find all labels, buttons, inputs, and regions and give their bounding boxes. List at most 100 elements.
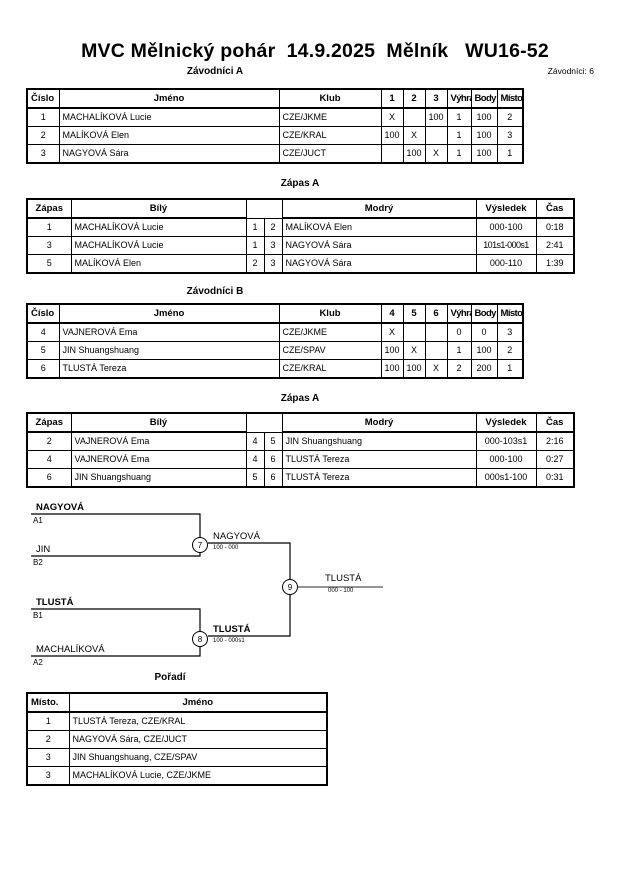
cell-jmeno: MALÍKOVÁ Elen (58, 126, 280, 145)
col-opp-6: 6 (424, 304, 448, 324)
table-row: 4 VAJNEROVÁ Ema CZE/JKME X 0 0 3 (26, 322, 524, 342)
cell-zapas: 2 (26, 431, 72, 451)
col-zapas: Zápas (26, 199, 72, 219)
cell-modry: NAGYOVÁ Sára (281, 254, 477, 274)
cell-match-5: 100 (402, 359, 426, 379)
cell-zapas: 4 (26, 450, 72, 469)
bracket-final-winner: TLUSTÁ (325, 573, 362, 584)
cell-match-5 (402, 322, 426, 342)
cell-misto: 1 (496, 359, 524, 379)
page-title: MVC Mělnický pohár 14.9.2025 Mělník WU16… (81, 40, 549, 62)
table-row: 2 NAGYOVÁ Sára, CZE/JUCT (26, 730, 328, 749)
cell-match-6 (424, 322, 448, 342)
bracket-match-number-circle-9 (282, 579, 298, 595)
cell-match-6: X (424, 359, 448, 379)
cell-modry: MALÍKOVÁ Elen (281, 217, 477, 237)
cell-bily: MACHALÍKOVÁ Lucie (70, 236, 247, 255)
match-a-table: Zápas Bílý Modrý Výsledek Čas 1 MACHALÍK… (26, 198, 575, 274)
cell-cas: 2:16 (535, 431, 575, 451)
cell-bily-number: 4 (245, 431, 265, 451)
cell-zapas: 5 (26, 254, 72, 274)
group-a-caption: Závodníci A (186, 66, 244, 77)
col-misto: Místo. (26, 693, 70, 713)
bracket-sf1-top-seed: A1 (33, 516, 43, 525)
match-b-header-row: Zápas Bílý Modrý Výsledek Čas (26, 413, 575, 433)
cell-vysledek: 000-103s1 (475, 431, 537, 451)
col-vyhra: Výhra (446, 89, 472, 109)
col-spacer-1 (246, 199, 264, 218)
cell-zapas: 6 (26, 468, 72, 488)
cell-bily-number: 5 (245, 468, 265, 488)
bracket-sf1-number: 7 (198, 541, 203, 550)
cell-modry-number: 2 (263, 217, 283, 237)
cell-body: 100 (470, 144, 498, 164)
table-row: 6 TLUSTÁ Tereza CZE/KRAL 100 100 X 2 200… (26, 359, 524, 379)
cell-klub: CZE/JKME (278, 322, 382, 342)
bracket-match-number-circle-8 (192, 631, 208, 647)
cell-bily-number: 4 (245, 450, 265, 469)
cell-vyhra: 1 (446, 341, 472, 360)
col-opp-2: 2 (402, 89, 426, 109)
bracket-sf1-bottom-name: JIN (36, 544, 50, 555)
col-jmeno: Jméno (58, 89, 280, 109)
cell-match-3: 100 (424, 107, 448, 127)
cell-body: 200 (470, 359, 498, 379)
bracket-sf2-score: 100 - 000s1 (213, 638, 245, 644)
col-spacer-2 (264, 199, 282, 218)
cell-jmeno: MACHALÍKOVÁ Lucie (58, 107, 280, 127)
cell-cas: 0:31 (535, 468, 575, 488)
group-a-header-row: Číslo Jméno Klub 1 2 3 Výhra Body Místo. (26, 89, 524, 109)
cell-modry: TLUSTÁ Tereza (281, 468, 477, 488)
cell-match-5: X (402, 341, 426, 360)
cell-vyhra: 1 (446, 126, 472, 145)
cell-modry-number: 6 (263, 468, 283, 488)
col-vysledek: Výsledek (475, 199, 537, 219)
bracket-sf2-winner: TLUSTÁ (213, 624, 251, 635)
bracket-sf2-top-seed: B1 (33, 611, 43, 620)
table-row: 2 VAJNEROVÁ Ema 4 5 JIN Shuangshuang 000… (26, 431, 575, 451)
col-cislo: Číslo (26, 304, 60, 324)
cell-bily: JIN Shuangshuang (70, 468, 247, 488)
cell-vysledek: 101s1-000s1 (475, 236, 537, 255)
cell-match-1: X (380, 107, 404, 127)
bracket-sf2-bottom-seed: A2 (33, 658, 43, 667)
col-vysledek: Výsledek (475, 413, 537, 433)
cell-cislo: 4 (26, 322, 60, 342)
col-opp-5: 5 (402, 304, 426, 324)
table-row: 5 MALÍKOVÁ Elen 2 3 NAGYOVÁ Sára 000-110… (26, 254, 575, 274)
col-bily: Bílý (70, 413, 247, 433)
cell-jmeno: VAJNEROVÁ Ema (58, 322, 280, 342)
table-row: 1 MACHALÍKOVÁ Lucie 1 2 MALÍKOVÁ Elen 00… (26, 217, 575, 237)
cell-cas: 0:18 (535, 217, 575, 237)
cell-body: 100 (470, 126, 498, 145)
cell-cas: 1:39 (535, 254, 575, 274)
table-row: 4 VAJNEROVÁ Ema 4 6 TLUSTÁ Tereza 000-10… (26, 450, 575, 469)
cell-bily: MACHALÍKOVÁ Lucie (70, 217, 247, 237)
cell-match-6 (424, 341, 448, 360)
cell-klub: CZE/JKME (278, 107, 382, 127)
match-b-table: Zápas Bílý Modrý Výsledek Čas 2 VAJNEROV… (26, 412, 575, 488)
col-vyhra: Výhra (446, 304, 472, 324)
cell-match-4: 100 (380, 341, 404, 360)
cell-match-4: X (380, 322, 404, 342)
cell-zapas: 1 (26, 217, 72, 237)
bracket-sf2-bottom-name: MACHALÍKOVÁ (36, 644, 105, 655)
tournament-bracket: NAGYOVÁ A1 JIN B2 7 NAGYOVÁ 100 - 000 TL… (0, 495, 630, 670)
col-klub: Klub (278, 304, 382, 324)
cell-modry-number: 3 (263, 236, 283, 255)
cell-modry-number: 6 (263, 450, 283, 469)
cell-modry: TLUSTÁ Tereza (281, 450, 477, 469)
cell-vysledek: 000-100 (475, 450, 537, 469)
cell-match-1: 100 (380, 126, 404, 145)
match-a-caption: Zápas A (280, 178, 320, 189)
table-row: 3 MACHALÍKOVÁ Lucie, CZE/JKME (26, 766, 328, 786)
cell-cas: 0:27 (535, 450, 575, 469)
col-body: Body (470, 89, 498, 109)
cell-match-3 (424, 126, 448, 145)
table-row: 1 TLUSTÁ Tereza, CZE/KRAL (26, 711, 328, 731)
cell-zapas: 3 (26, 236, 72, 255)
match-a-header-row: Zápas Bílý Modrý Výsledek Čas (26, 199, 575, 219)
group-b-caption: Závodníci B (186, 286, 244, 297)
cell-klub: CZE/JUCT (278, 144, 382, 164)
cell-cislo: 1 (26, 107, 60, 127)
